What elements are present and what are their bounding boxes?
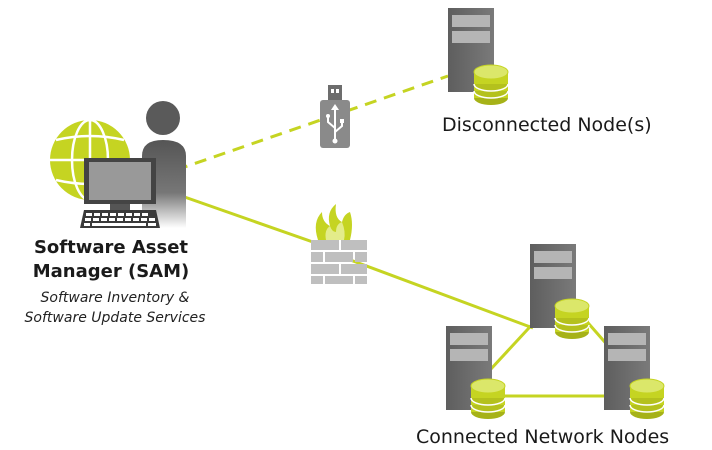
usb-drive-icon xyxy=(320,85,350,148)
database-icon xyxy=(629,378,665,420)
disconnected-node xyxy=(448,8,509,106)
sam-title-line2: Manager (SAM) xyxy=(32,261,190,282)
database-icon xyxy=(470,378,506,420)
connected-nodes-label: Connected Network Nodes xyxy=(416,426,670,448)
sam-title: Software Asset Manager (SAM) xyxy=(16,236,206,284)
sam-title-line1: Software Asset xyxy=(33,237,189,258)
connected-node-right xyxy=(604,326,665,420)
database-icon xyxy=(473,64,509,106)
link-firewall-to-network xyxy=(344,256,534,330)
sam-subtitle: Software Inventory & Software Update Ser… xyxy=(8,288,222,328)
firewall-icon xyxy=(311,204,367,284)
connected-node-left xyxy=(446,326,506,420)
dashed-link-to-disconnected xyxy=(175,74,449,172)
keyboard-icon xyxy=(80,210,160,228)
connected-node-top xyxy=(530,244,590,340)
link-to-firewall xyxy=(175,192,331,250)
disconnected-nodes-label: Disconnected Node(s) xyxy=(442,114,652,136)
sam-subtitle-line2: Software Update Services xyxy=(24,310,206,326)
computer-icon xyxy=(84,158,156,210)
sam-subtitle-line1: Software Inventory & xyxy=(40,290,190,306)
database-icon xyxy=(554,298,590,340)
